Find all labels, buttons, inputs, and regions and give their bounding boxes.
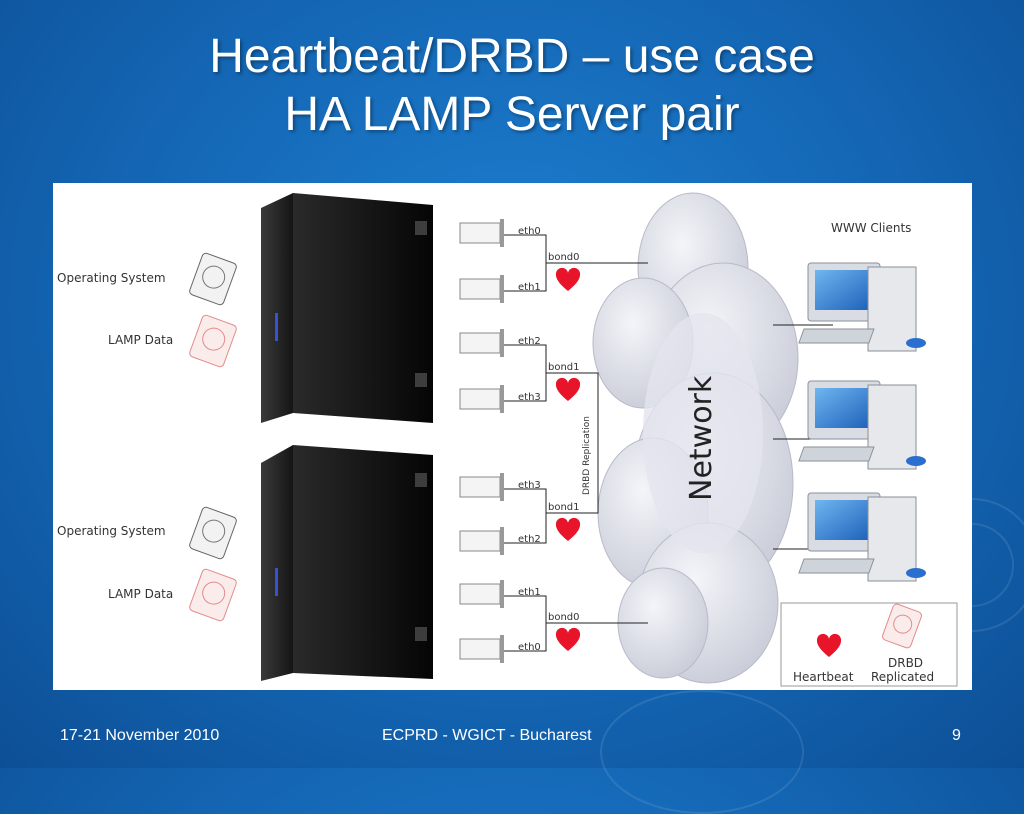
slide-title: Heartbeat/DRBD – use case HA LAMP Server… (0, 28, 1024, 144)
nic-card-icon (459, 473, 504, 501)
slide-title-line-2: HA LAMP Server pair (284, 88, 740, 141)
lamp-data-label-bottom: LAMP Data (108, 587, 173, 601)
drbd-replication-label: DRBD Replication (582, 416, 592, 495)
www-clients-label: WWW Clients (831, 221, 911, 235)
os-label-bottom: Operating System (57, 524, 166, 538)
nic-card-icon (459, 527, 504, 555)
nic-label-eth2-bottom: eth2 (518, 534, 541, 545)
nic-label-eth1-bottom: eth1 (518, 587, 541, 598)
os-label-top: Operating System (57, 271, 166, 285)
nic-card-icon (459, 385, 504, 413)
background-ripple (600, 690, 804, 814)
power-led-icon (275, 568, 278, 596)
drive-bay-icon (415, 373, 427, 387)
heartbeat-icon (555, 377, 581, 401)
ha-lamp-diagram: Network Operating System LAMP Data Opera… (57, 192, 958, 687)
nic-label-eth3-top: eth3 (518, 392, 541, 403)
nic-card-icon (459, 580, 504, 608)
legend-box: Heartbeat DRBD Replicated (780, 602, 958, 687)
footer-date: 17-21 November 2010 (60, 727, 220, 744)
os-disk-icon (189, 506, 237, 560)
client-computer-icon (798, 380, 926, 470)
nic-card-icon (459, 219, 504, 247)
bond-label-bottom-a: bond1 (548, 502, 580, 513)
bond-label-top-a: bond0 (548, 252, 580, 263)
drbd-replicated-disk-icon (882, 603, 922, 649)
drive-bay-icon (415, 473, 427, 487)
nic-label-eth0-bottom: eth0 (518, 642, 541, 653)
drive-bay-icon (415, 627, 427, 641)
network-wiring (504, 234, 833, 652)
nic-label-eth1-top: eth1 (518, 282, 541, 293)
network-label: Network (684, 375, 719, 501)
legend-drbd-label: DRBD (888, 656, 923, 670)
server-top (261, 193, 433, 423)
nic-card-icon (459, 275, 504, 303)
client-computer-icon (798, 262, 926, 352)
slide-title-line-1: Heartbeat/DRBD – use case (209, 30, 815, 83)
lamp-data-disk-icon (189, 568, 237, 622)
footer-page-number: 9 (952, 727, 961, 744)
network-cloud (592, 192, 799, 684)
nic-label-eth0-top: eth0 (518, 226, 541, 237)
power-led-icon (275, 313, 278, 341)
nic-card-icon (459, 635, 504, 663)
client-computer-icon (798, 492, 926, 582)
legend-heartbeat-label: Heartbeat (793, 670, 854, 684)
bond-label-top-b: bond1 (548, 362, 580, 373)
nic-label-eth2-top: eth2 (518, 336, 541, 347)
lamp-data-disk-icon (189, 314, 237, 368)
heartbeat-icon (555, 267, 581, 291)
heartbeat-icon (555, 627, 581, 651)
footer-event: ECPRD - WGICT - Bucharest (382, 727, 592, 744)
nic-card-icon (459, 329, 504, 357)
nic-label-eth3-bottom: eth3 (518, 480, 541, 491)
heartbeat-icon (816, 633, 842, 657)
diagram-panel: Network Operating System LAMP Data Opera… (53, 183, 972, 690)
bond-label-bottom-b: bond0 (548, 612, 580, 623)
lamp-data-label-top: LAMP Data (108, 333, 173, 347)
server-bottom (261, 445, 433, 681)
heartbeat-icon (555, 517, 581, 541)
drive-bay-icon (415, 221, 427, 235)
legend-replicated-label: Replicated (871, 670, 934, 684)
os-disk-icon (189, 252, 237, 306)
